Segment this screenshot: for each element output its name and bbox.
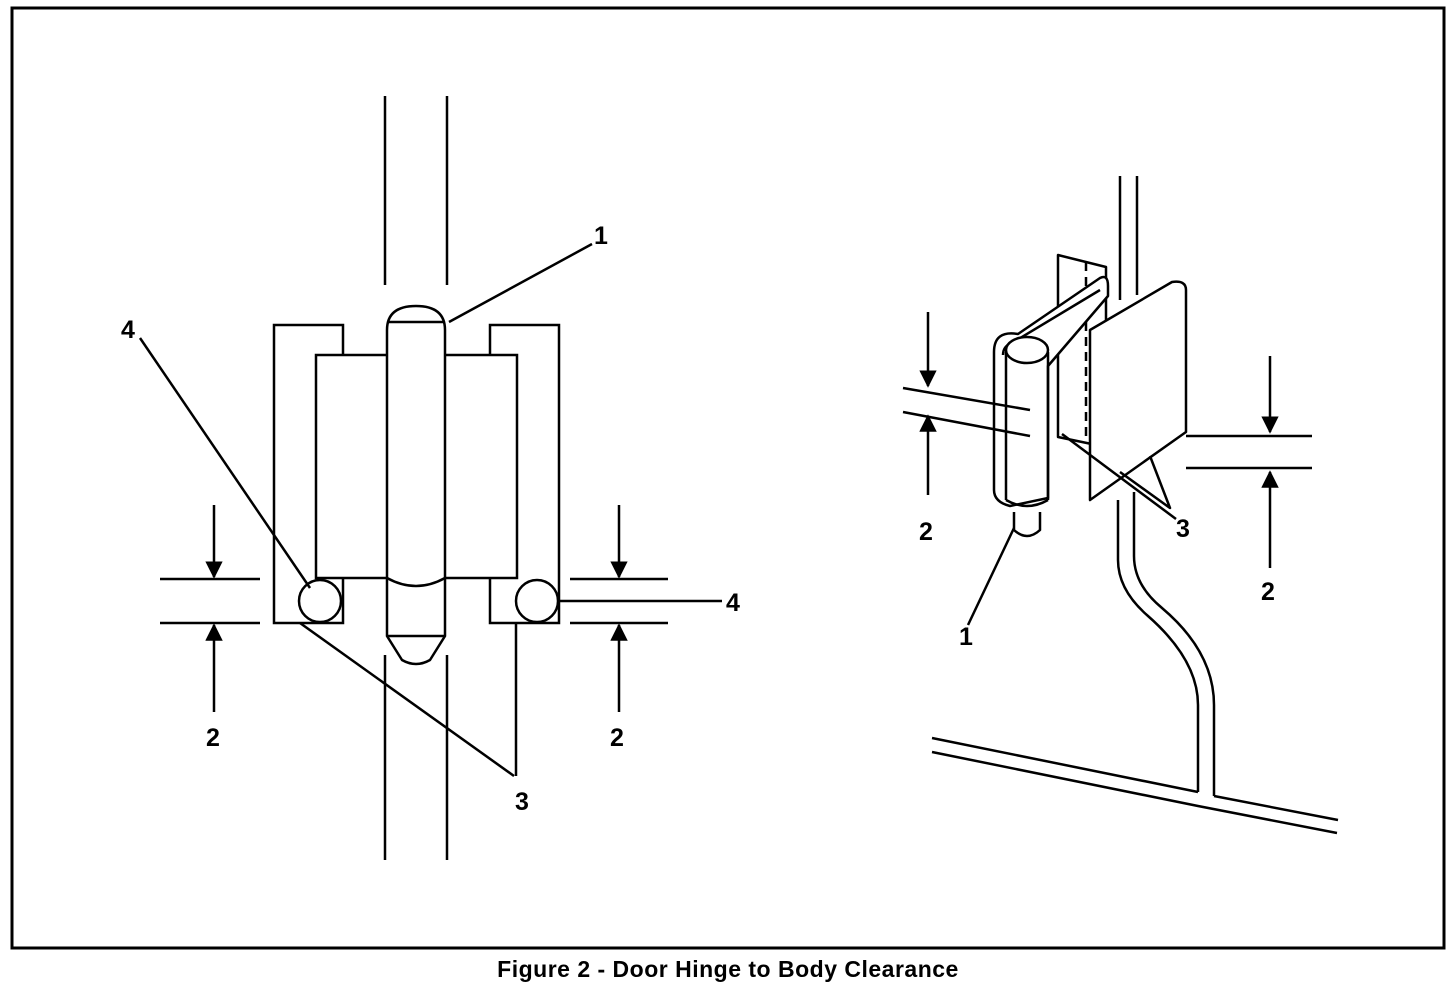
leader-line bbox=[1061, 432, 1177, 521]
leader-line bbox=[966, 527, 1016, 626]
body-contour bbox=[1132, 492, 1216, 796]
floor-edge bbox=[931, 750, 1338, 835]
floor-edge bbox=[931, 736, 1199, 794]
hinge-pin-bottom bbox=[1012, 512, 1042, 538]
figure-caption: Figure 2 - Door Hinge to Body Clearance bbox=[497, 956, 959, 982]
right-hinge-view bbox=[902, 176, 1339, 835]
callout-4: 4 bbox=[726, 589, 740, 617]
callout-1: 1 bbox=[959, 623, 973, 651]
hinge-strap bbox=[992, 275, 1110, 508]
figure-border bbox=[10, 6, 1446, 950]
callout-3: 3 bbox=[1176, 515, 1190, 543]
leader-line bbox=[448, 242, 593, 324]
hinge-pin-top bbox=[1004, 335, 1050, 365]
roller-right bbox=[514, 578, 560, 624]
hinge-pin bbox=[385, 304, 447, 666]
hinge-flange bbox=[1088, 280, 1188, 502]
callout-3: 3 bbox=[515, 788, 529, 816]
callout-1: 1 bbox=[594, 222, 608, 250]
leader-line bbox=[138, 337, 312, 589]
floor-edge bbox=[1213, 794, 1339, 822]
roller-left bbox=[297, 578, 343, 624]
hinge-bracket-right bbox=[488, 323, 561, 625]
callout-4: 4 bbox=[121, 316, 135, 344]
callout-2: 2 bbox=[610, 724, 624, 752]
left-hinge-view bbox=[138, 96, 722, 860]
body-contour bbox=[1116, 500, 1200, 792]
leader-line bbox=[299, 621, 515, 778]
callout-2: 2 bbox=[206, 724, 220, 752]
hinge-bracket-left bbox=[272, 323, 345, 625]
callout-2: 2 bbox=[1261, 578, 1275, 606]
callout-2: 2 bbox=[919, 518, 933, 546]
